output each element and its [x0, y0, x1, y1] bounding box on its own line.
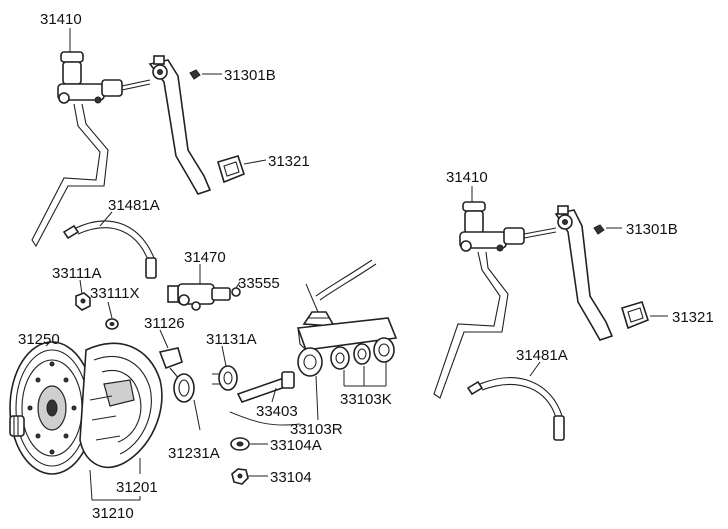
- label-33111X: 33111X: [90, 285, 140, 302]
- label-31126: 31126: [144, 315, 185, 332]
- label-31481A-right: 31481A: [516, 347, 568, 364]
- bolt-33403: [236, 371, 295, 403]
- label-31201: 31201: [116, 479, 158, 496]
- label-33104: 33104: [270, 469, 312, 486]
- label-31131A: 31131A: [206, 331, 257, 348]
- label-31410-left: 31410: [40, 11, 82, 28]
- label-33111A: 33111A: [52, 265, 102, 282]
- label-31231A: 31231A: [168, 445, 220, 462]
- bushings-33103K: [330, 337, 395, 370]
- label-33104A: 33104A: [270, 437, 322, 454]
- clutch-pedal-left: [148, 55, 212, 195]
- clutch-tube-right: [433, 251, 509, 399]
- release-bearing: [173, 373, 195, 403]
- clutch-hose-left: [62, 220, 157, 279]
- label-33403: 33403: [256, 403, 298, 420]
- clutch-cover: [79, 342, 163, 469]
- stopper-bolt-left: [189, 69, 201, 80]
- washer-33111X: [105, 318, 119, 330]
- release-cylinder: [167, 281, 241, 311]
- leader-lines: [45, 28, 668, 501]
- stopper-bolt-right: [593, 224, 605, 235]
- label-31321-left: 31321: [268, 153, 310, 170]
- label-31470: 31470: [184, 249, 226, 266]
- label-31250: 31250: [18, 331, 60, 348]
- label-31301B-left: 31301B: [224, 67, 276, 84]
- clutch-tube-left: [31, 103, 109, 248]
- label-31301B-right: 31301B: [626, 221, 678, 238]
- label-31410-right: 31410: [446, 169, 488, 186]
- cable-rod-33555: [315, 259, 377, 301]
- clutch-disc: [9, 341, 95, 475]
- label-31481A-left: 31481A: [108, 197, 160, 214]
- label-33103R: 33103R: [290, 421, 343, 438]
- shift-housing: [296, 317, 398, 351]
- label-31210: 31210: [92, 505, 134, 522]
- pedal-pad-left: [217, 155, 245, 184]
- clutch-pedal-right: [554, 205, 614, 341]
- label-33555: 33555: [238, 275, 280, 292]
- master-cylinder-assembly-left: [57, 51, 151, 104]
- label-33103K: 33103K: [340, 391, 392, 408]
- washer-33104A: [230, 437, 250, 451]
- clutch-hose-right: [466, 377, 565, 441]
- hub-spline: [9, 415, 25, 437]
- bearing-sleeve-31131A: [212, 365, 238, 391]
- pedal-pad-right: [621, 301, 649, 330]
- nut-33104: [231, 468, 249, 485]
- master-cylinder-assembly-right: [459, 201, 557, 252]
- nut-33111A: [75, 292, 91, 311]
- part-labels: 31410 31301B 31321 31481A 31470 33111A 3…: [18, 11, 714, 522]
- bushing-33103R: [297, 347, 323, 377]
- label-31321-right: 31321: [672, 309, 714, 326]
